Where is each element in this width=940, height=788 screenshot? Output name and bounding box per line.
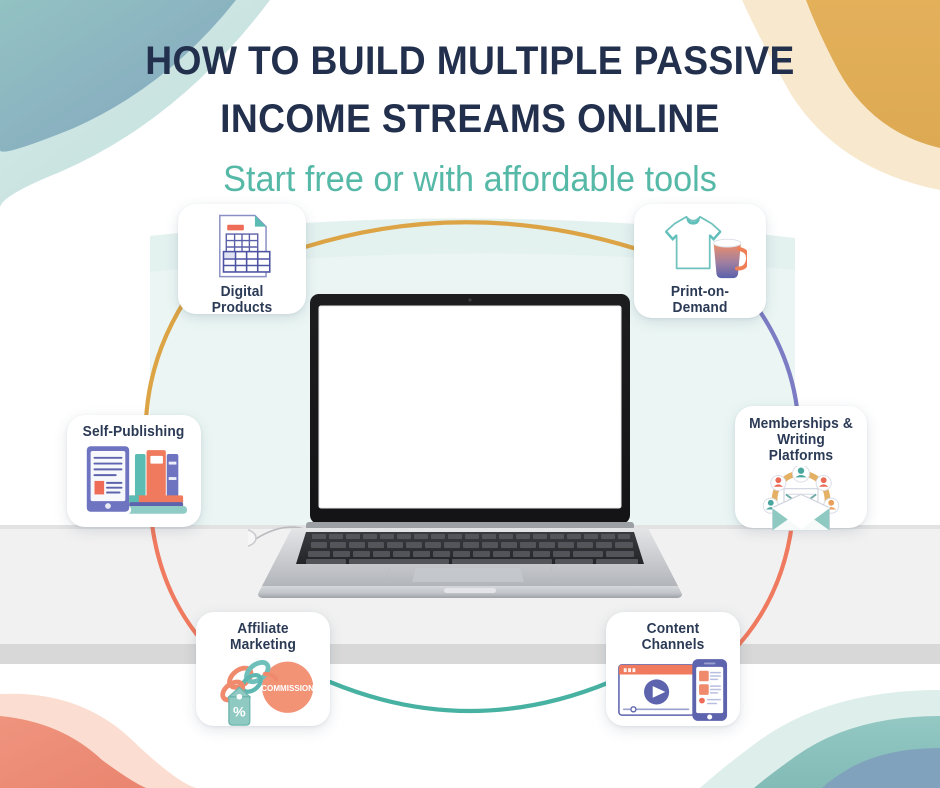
card-label: Print-on-Demand bbox=[670, 284, 730, 316]
arc-bottom-teal bbox=[327, 679, 613, 714]
card-self-publishing[interactable]: Self-Publishing bbox=[67, 415, 201, 527]
card-label: Memberships & Writing Platforms bbox=[749, 416, 853, 464]
card-label: Affiliate Marketing bbox=[230, 621, 296, 653]
arc-right-coral bbox=[729, 521, 795, 655]
webcam-icon bbox=[468, 298, 472, 302]
percent-tag-text: % bbox=[233, 705, 246, 721]
card-label: Content Channels bbox=[641, 621, 705, 653]
card-memberships[interactable]: Memberships & Writing Platforms bbox=[735, 406, 867, 531]
community-envelope-icon bbox=[757, 466, 845, 534]
tshirt-mug-icon bbox=[653, 210, 747, 284]
card-digital-products[interactable]: Digital Products bbox=[178, 204, 306, 316]
laptop-trackpad bbox=[412, 568, 524, 582]
laptop-illustration bbox=[248, 294, 682, 598]
document-spreadsheet-icon bbox=[205, 210, 279, 284]
arc-right-purple bbox=[749, 297, 801, 421]
card-affiliate[interactable]: Affiliate Marketing COMMISSION bbox=[196, 612, 330, 726]
arc-top-gold bbox=[302, 220, 643, 253]
video-player-phone-icon bbox=[617, 657, 729, 723]
card-print-on-demand[interactable]: Print-on-Demand bbox=[634, 204, 766, 318]
card-content-channels[interactable]: Content Channels bbox=[606, 612, 740, 726]
keyboard-keys bbox=[306, 534, 638, 564]
chain-commission-tag-icon: COMMISSION % bbox=[209, 655, 317, 727]
ereader-books-icon bbox=[81, 444, 187, 514]
commission-badge-text: COMMISSION bbox=[261, 684, 314, 693]
laptop-notch bbox=[444, 588, 496, 593]
card-label: Self-Publishing bbox=[83, 424, 185, 440]
laptop-screen bbox=[319, 306, 621, 508]
card-label: Digital Products bbox=[211, 284, 273, 316]
